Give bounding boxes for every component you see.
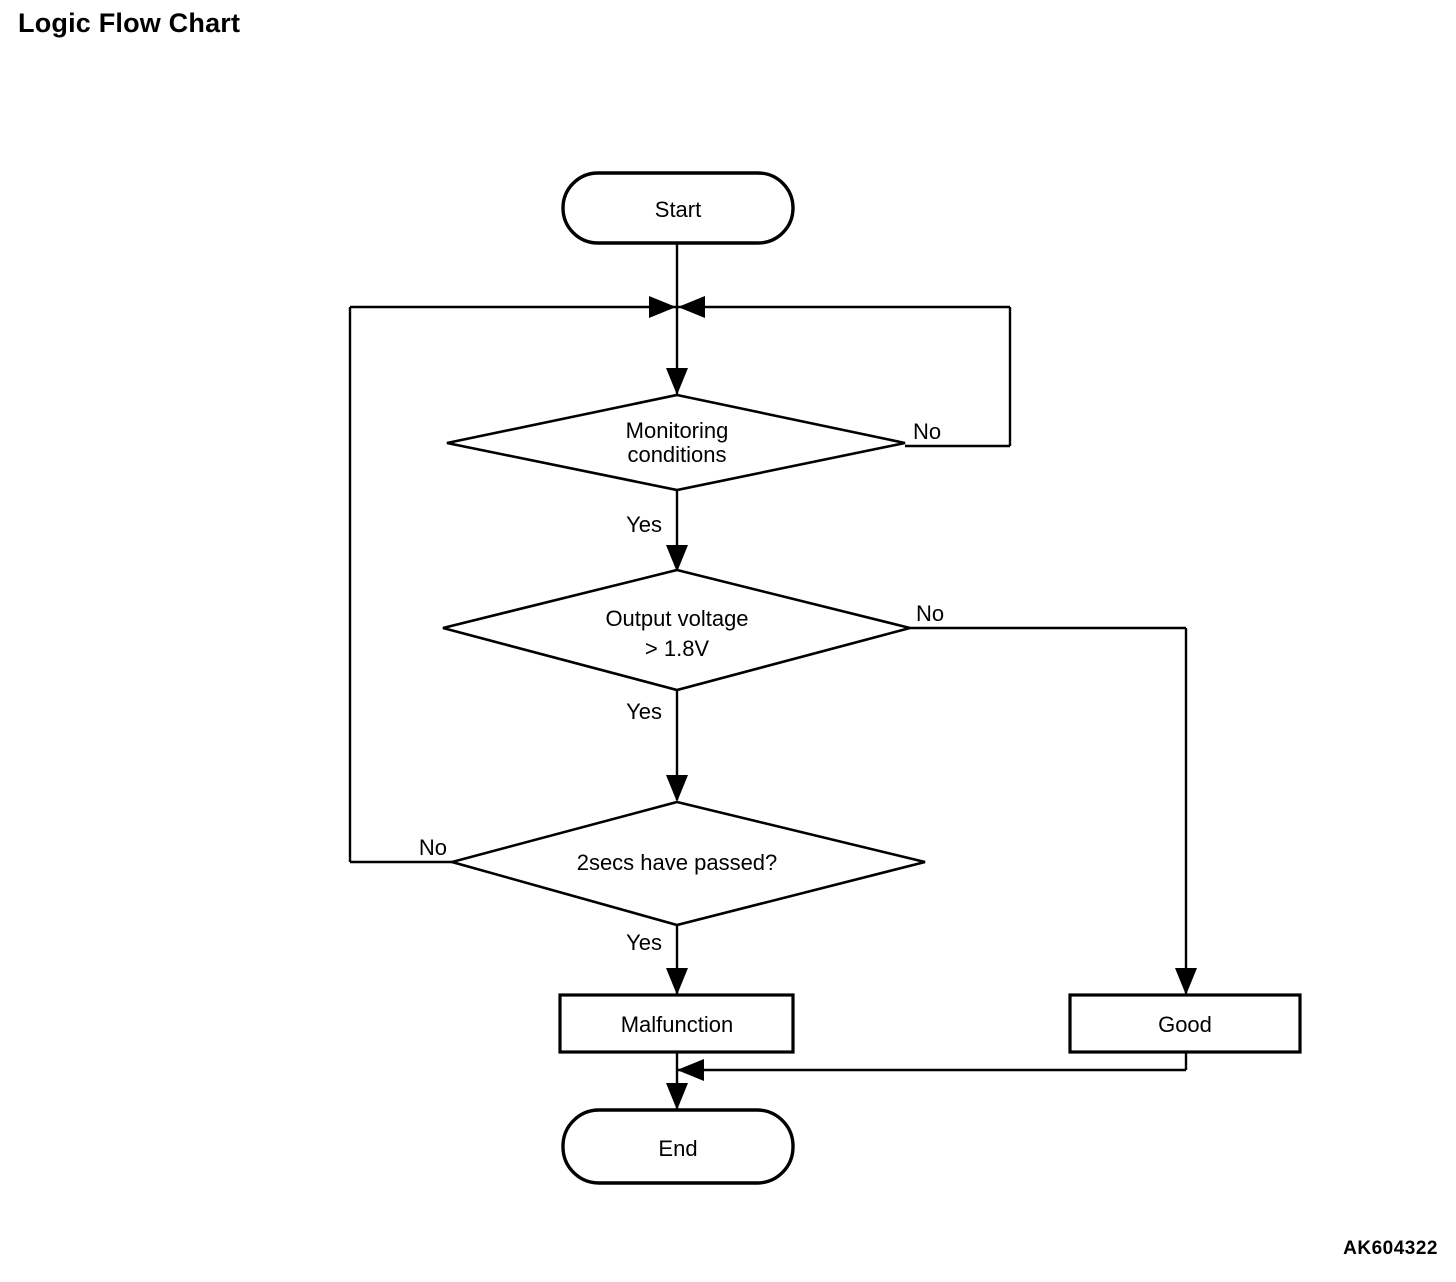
arrowhead-junction-from-right bbox=[678, 296, 705, 318]
node-voltage-label-line2: > 1.8V bbox=[645, 636, 710, 661]
node-monitoring-label-line2: conditions bbox=[627, 442, 726, 467]
arrowhead-into-end bbox=[666, 1083, 688, 1110]
arrowhead-into-malfunction bbox=[666, 968, 688, 995]
edge-label-twosecs-yes: Yes bbox=[626, 930, 662, 955]
arrowhead-junction-from-left bbox=[649, 296, 676, 318]
node-monitoring-label-line1: Monitoring bbox=[626, 418, 729, 443]
node-end[interactable] bbox=[561, 1108, 795, 1185]
arrowhead-into-good bbox=[1175, 968, 1197, 995]
node-end-label: End bbox=[658, 1136, 697, 1161]
edge-label-voltage-no: No bbox=[916, 601, 944, 626]
edge-label-monitoring-no: No bbox=[913, 419, 941, 444]
page-title: Logic Flow Chart bbox=[18, 8, 241, 38]
arrowhead-into-monitoring bbox=[666, 368, 688, 395]
node-voltage-label-line1: Output voltage bbox=[605, 606, 748, 631]
node-output-voltage[interactable] bbox=[442, 568, 911, 692]
figure-code: AK604322 bbox=[1343, 1238, 1438, 1259]
edge-label-voltage-yes: Yes bbox=[626, 699, 662, 724]
node-malfunction[interactable] bbox=[558, 993, 795, 1054]
node-malfunction-label: Malfunction bbox=[621, 1012, 734, 1037]
node-good[interactable] bbox=[1068, 993, 1302, 1054]
arrowhead-into-twosecs bbox=[666, 775, 688, 802]
arrowhead-into-voltage bbox=[666, 545, 688, 572]
node-start[interactable] bbox=[561, 171, 795, 245]
arrowhead-good-merge bbox=[677, 1059, 704, 1081]
edge-label-twosecs-no: No bbox=[419, 835, 447, 860]
node-monitoring-conditions[interactable] bbox=[446, 393, 906, 492]
node-start-label: Start bbox=[655, 197, 701, 222]
node-twosecs-label: 2secs have passed? bbox=[577, 850, 778, 875]
node-good-label: Good bbox=[1158, 1012, 1212, 1037]
edge-label-monitoring-yes: Yes bbox=[626, 512, 662, 537]
node-twosecs-passed[interactable] bbox=[447, 800, 926, 927]
